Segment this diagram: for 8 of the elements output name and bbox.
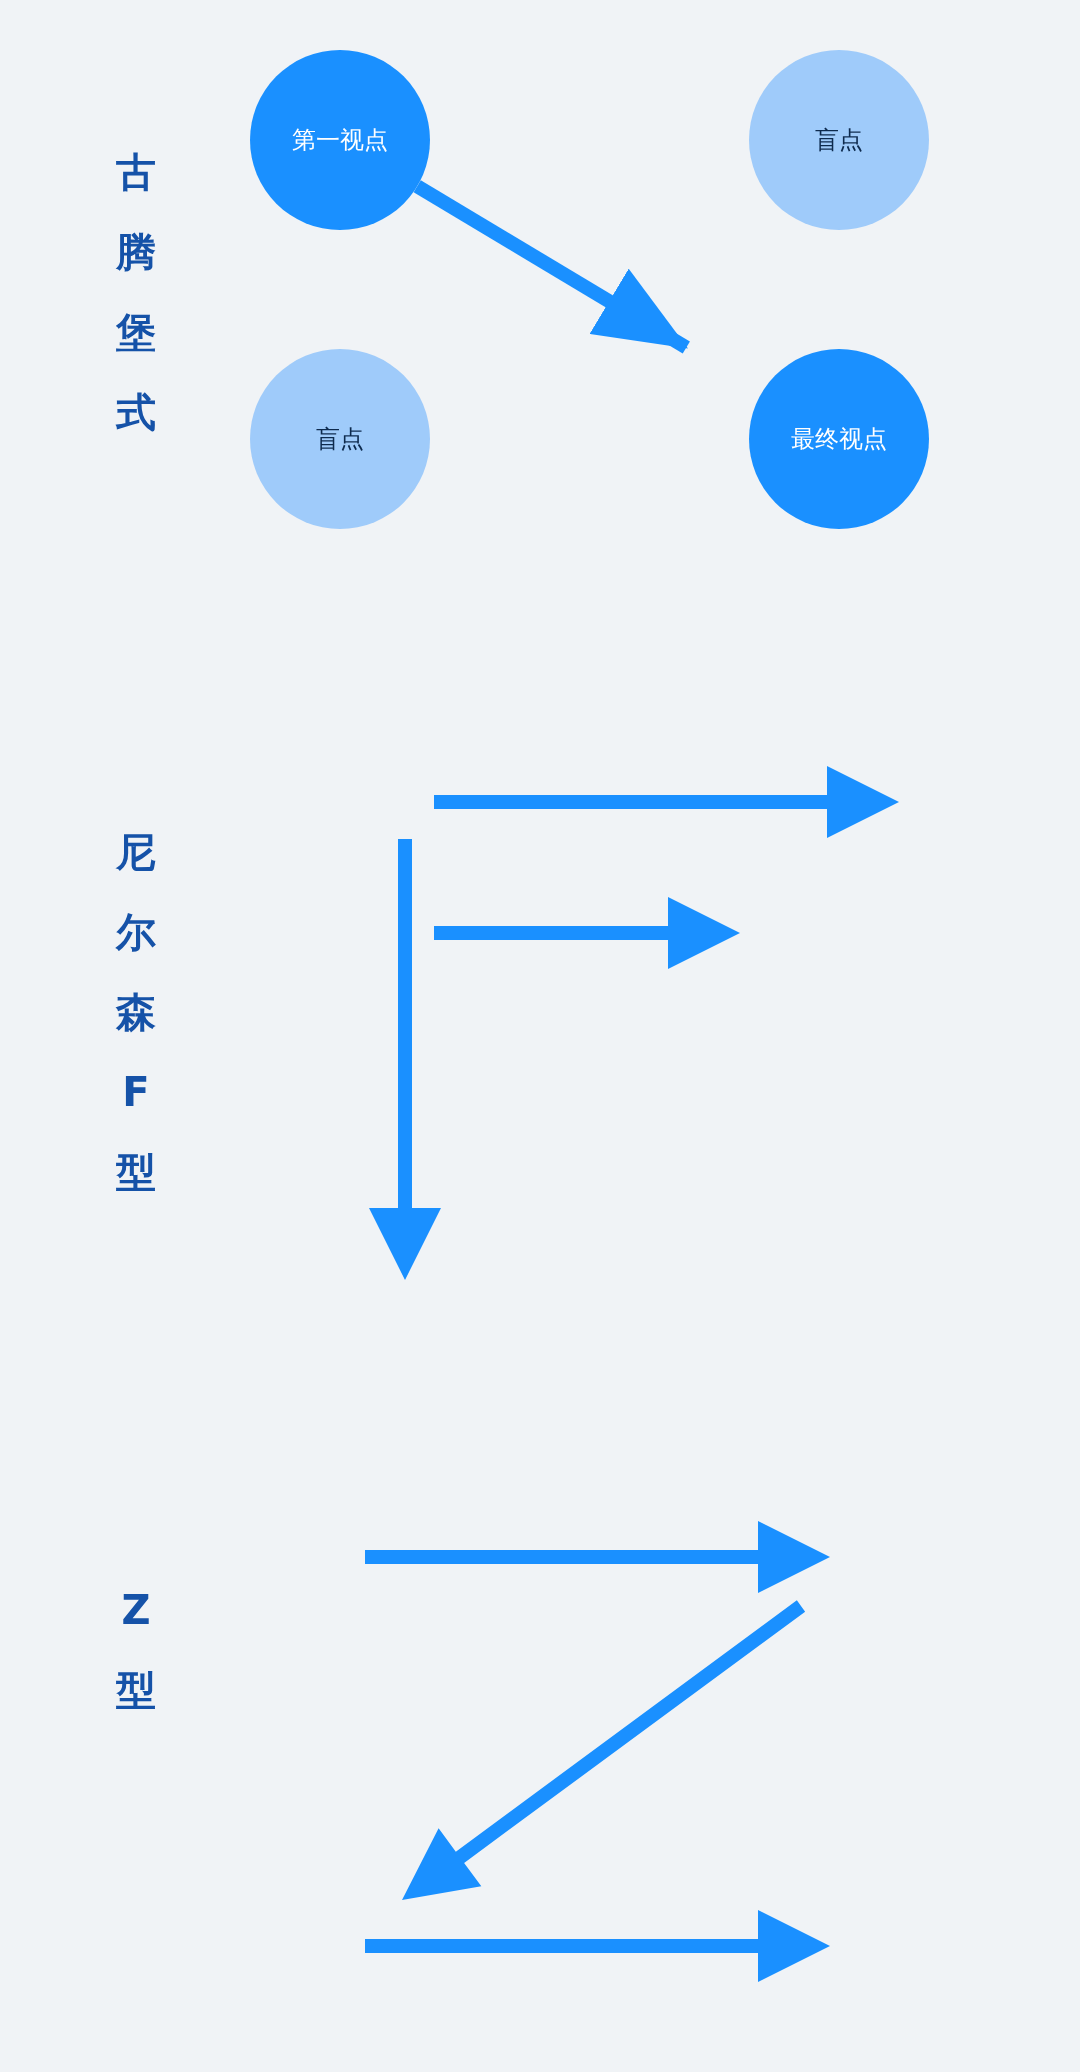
arrow: [413, 180, 690, 354]
node-label: 第一视点: [292, 125, 388, 156]
section-title: 尼尔森F型: [116, 828, 156, 1197]
section-title: 古腾堡式: [116, 148, 156, 437]
node-label: 盲点: [815, 125, 863, 156]
node-label: 最终视点: [791, 424, 887, 455]
section-title: Z型: [116, 1586, 156, 1715]
node-label: 盲点: [316, 424, 364, 455]
